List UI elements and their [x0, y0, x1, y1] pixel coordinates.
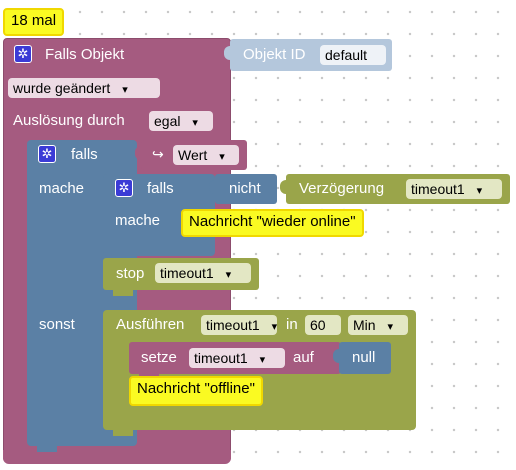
- null-label: null: [352, 349, 376, 366]
- set-var-value: timeout1: [194, 350, 248, 366]
- trigger-dropdown[interactable]: egal: [149, 111, 213, 131]
- block-comment[interactable]: 18 mal: [3, 8, 65, 36]
- amount-field[interactable]: 60: [305, 315, 341, 335]
- object-id-label: Objekt ID: [243, 46, 306, 63]
- stop-value: timeout1: [160, 265, 214, 281]
- trigger-block-bottom: [3, 450, 231, 464]
- stop-notch: [113, 290, 133, 296]
- message-offline-text: Nachricht "offline": [137, 380, 255, 397]
- if-label: falls: [71, 146, 98, 163]
- stop-dropdown[interactable]: timeout1: [155, 263, 251, 283]
- inner-if-label: falls: [147, 180, 174, 197]
- timer-dropdown[interactable]: timeout1: [201, 315, 277, 335]
- message-online-text: Nachricht "wieder online": [189, 213, 356, 230]
- null-connector: [333, 349, 343, 363]
- timer-value: timeout1: [206, 317, 260, 333]
- unit-dropdown[interactable]: Min: [348, 315, 408, 335]
- gear-icon[interactable]: ✲: [115, 179, 133, 197]
- delay-connector: [280, 180, 290, 194]
- stop-label: stop: [116, 265, 145, 282]
- message-online-block[interactable]: Nachricht "wieder online": [181, 209, 364, 237]
- inner-do-label: mache: [115, 212, 161, 229]
- not-block[interactable]: [215, 174, 277, 204]
- unit-value: Min: [353, 317, 376, 333]
- event-dropdown[interactable]: wurde geändert: [8, 78, 160, 98]
- do-label: mache: [39, 180, 85, 197]
- message-offline-block[interactable]: Nachricht "offline": [129, 376, 263, 406]
- null-block[interactable]: [339, 342, 391, 374]
- trigger-value: egal: [154, 113, 181, 129]
- in-label: in: [286, 316, 298, 333]
- not-connector: [209, 180, 219, 194]
- trigger-title: Falls Objekt: [45, 46, 125, 63]
- set-label: setze: [141, 349, 177, 366]
- value-value: Wert: [178, 147, 208, 163]
- value-dropdown[interactable]: Wert: [173, 145, 239, 165]
- return-arrow-icon: ↪: [152, 146, 164, 162]
- if-block-notch: [37, 446, 57, 452]
- delay-dropdown[interactable]: timeout1: [406, 179, 502, 199]
- delay-label: Verzögerung: [299, 180, 385, 197]
- delay-value: timeout1: [411, 181, 465, 197]
- gear-icon[interactable]: ✲: [14, 45, 32, 63]
- object-id-connector: [224, 46, 234, 60]
- timeout-notch: [113, 430, 133, 436]
- comment-text: 18 mal: [11, 12, 57, 29]
- object-id-field[interactable]: default: [320, 45, 386, 65]
- not-label: nicht: [229, 180, 261, 197]
- trigger-label: Auslösung durch: [13, 112, 125, 129]
- timeout-label: Ausführen: [116, 316, 185, 333]
- set-var-dropdown[interactable]: timeout1: [189, 348, 285, 368]
- value-connector: [135, 146, 145, 160]
- else-label: sonst: [39, 316, 75, 333]
- gear-icon[interactable]: ✲: [38, 145, 56, 163]
- to-label: auf: [293, 349, 314, 366]
- event-value: wurde geändert: [13, 80, 111, 96]
